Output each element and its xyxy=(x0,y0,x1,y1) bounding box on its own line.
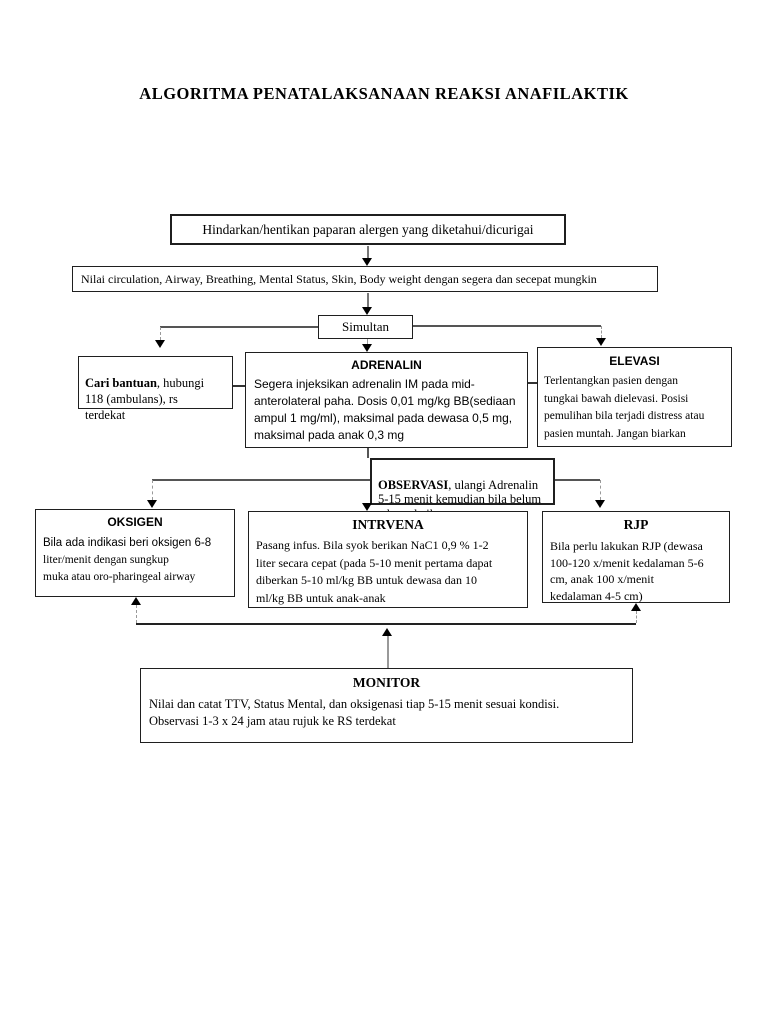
arrow-down-icon xyxy=(362,258,372,266)
connector-line xyxy=(636,611,637,623)
connector-line xyxy=(387,636,389,668)
box-cari-bantuan: Cari bantuan, hubungi 118 (ambulans), rs… xyxy=(78,356,233,422)
connector-line xyxy=(528,382,537,384)
box-cari-bantuan-title: Cari bantuan xyxy=(85,376,157,390)
arrow-down-icon xyxy=(362,503,372,511)
arrow-down-icon xyxy=(155,340,165,348)
connector-line xyxy=(367,339,368,344)
box-oksigen-text-line1: Bila ada indikasi beri oksigen 6-8 xyxy=(43,537,212,549)
box-intrvena: INTRVENA Pasang infus. Bila syok berikan… xyxy=(248,511,528,608)
connector-line xyxy=(136,623,636,625)
connector-line xyxy=(152,479,370,481)
box-rjp: RJP Bila perlu lakukan RJP (dewasa 100-1… xyxy=(542,511,730,603)
connector-line xyxy=(413,325,601,327)
box-monitor-text: Nilai dan catat TTV, Status Mental, dan … xyxy=(149,697,560,728)
box-avoid-allergen-text: Hindarkan/hentikan paparan alergen yang … xyxy=(202,221,534,237)
arrow-down-icon xyxy=(595,500,605,508)
box-rjp-text: Bila perlu lakukan RJP (dewasa 100-120 x… xyxy=(550,539,704,603)
page-title: ALGORITMA PENATALAKSANAAN REAKSI ANAFILA… xyxy=(139,84,629,103)
arrow-down-icon xyxy=(596,338,606,346)
box-rjp-title: RJP xyxy=(623,517,649,532)
box-observasi: OBSERVASI, ulangi Adrenalin 5-15 menit k… xyxy=(370,458,555,521)
arrow-up-icon xyxy=(131,597,141,605)
box-cari-bantuan-text: , hubungi 118 (ambulans), rs terdekat xyxy=(85,376,205,422)
box-elevasi-title: ELEVASI xyxy=(609,354,660,368)
box-simultan: Simultan xyxy=(318,315,413,339)
connector-line xyxy=(160,327,161,340)
arrow-up-icon xyxy=(382,628,392,636)
connector-line xyxy=(555,479,600,481)
connector-line xyxy=(233,385,245,387)
box-intrvena-text: Pasang infus. Bila syok berikan NaC1 0,9… xyxy=(256,538,493,605)
connector-line xyxy=(367,246,369,258)
box-oksigen-title: OKSIGEN xyxy=(107,515,163,529)
arrow-down-icon xyxy=(362,344,372,352)
box-elevasi-text: Terlentangkan pasien dengan tungkai bawa… xyxy=(544,375,711,446)
connector-line xyxy=(136,605,137,623)
connector-line xyxy=(160,326,318,328)
box-assess-abc: Nilai circulation, Airway, Breathing, Me… xyxy=(72,266,658,292)
box-adrenalin: ADRENALIN Segera injeksikan adrenalin IM… xyxy=(245,352,528,448)
box-adrenalin-text: Segera injeksikan adrenalin IM pada mid-… xyxy=(254,377,516,442)
box-oksigen-text: liter/menit dengan sungkup muka atau oro… xyxy=(43,554,196,583)
connector-line xyxy=(152,480,153,500)
arrow-up-icon xyxy=(631,603,641,611)
box-avoid-allergen: Hindarkan/hentikan paparan alergen yang … xyxy=(170,214,566,245)
arrow-down-icon xyxy=(362,307,372,315)
connector-line xyxy=(367,448,369,458)
box-assess-abc-text: Nilai circulation, Airway, Breathing, Me… xyxy=(81,271,597,286)
connector-line xyxy=(600,480,601,500)
arrow-down-icon xyxy=(147,500,157,508)
box-simultan-label: Simultan xyxy=(342,319,389,334)
box-monitor: MONITOR Nilai dan catat TTV, Status Ment… xyxy=(140,668,633,743)
box-elevasi: ELEVASI Terlentangkan pasien dengan tung… xyxy=(537,347,732,447)
box-monitor-title: MONITOR xyxy=(352,675,421,690)
box-oksigen: OKSIGEN Bila ada indikasi beri oksigen 6… xyxy=(35,509,235,597)
connector-line xyxy=(367,293,369,307)
box-adrenalin-title: ADRENALIN xyxy=(351,358,422,372)
box-observasi-title: OBSERVASI xyxy=(378,477,449,492)
box-intrvena-title: INTRVENA xyxy=(352,517,424,532)
connector-line xyxy=(601,326,602,338)
